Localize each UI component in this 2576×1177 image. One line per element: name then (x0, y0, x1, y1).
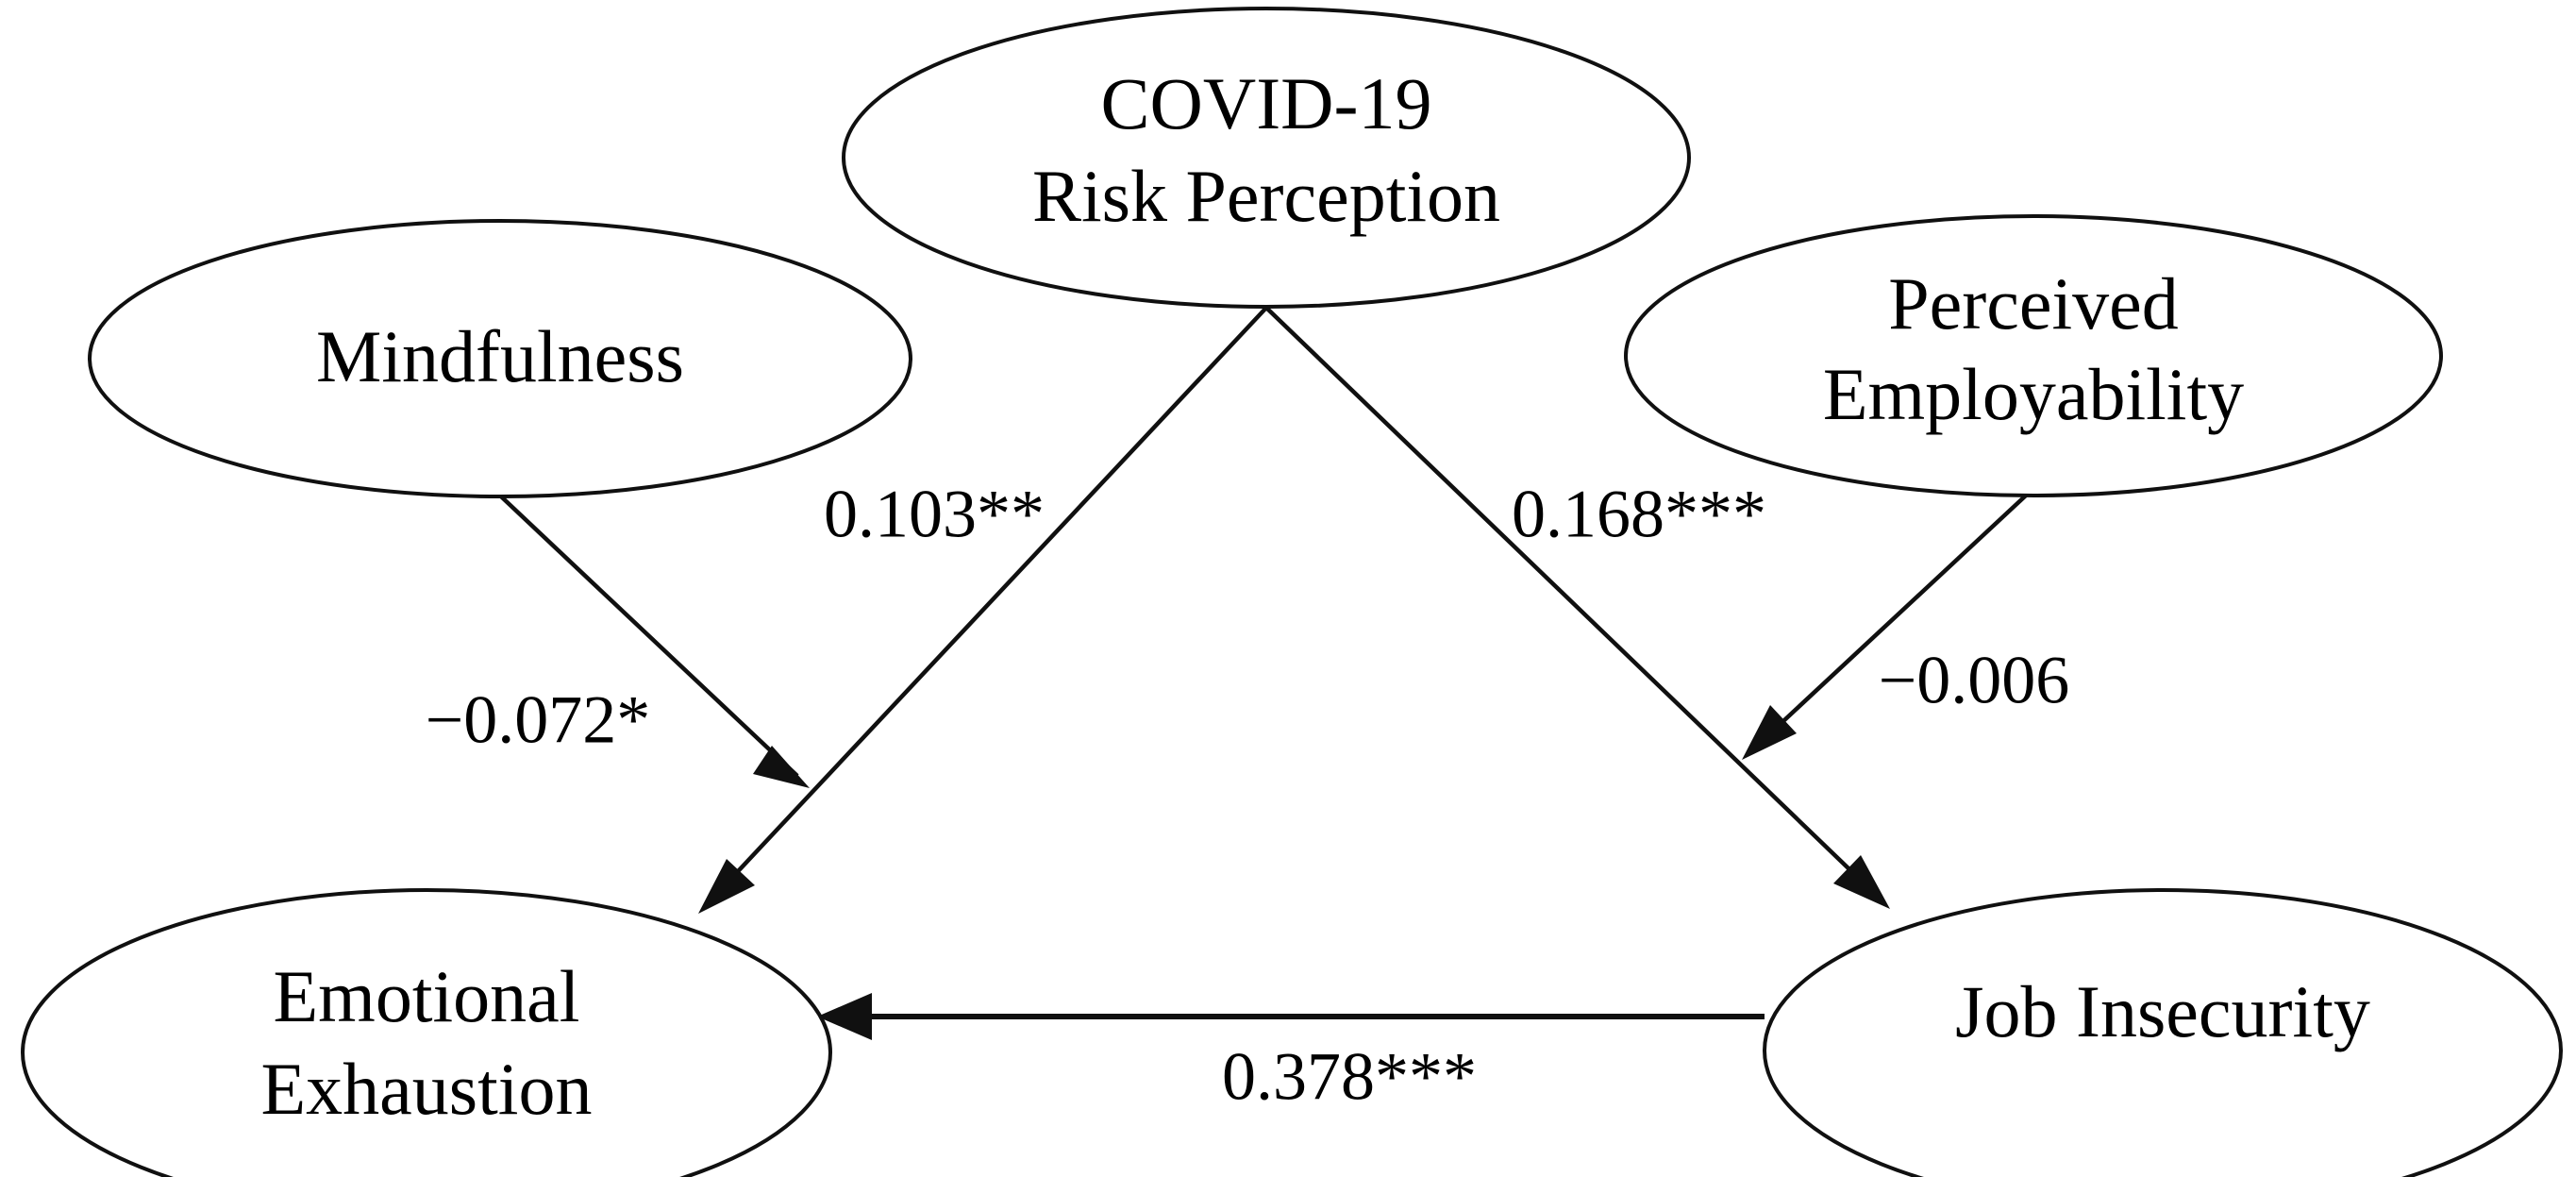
node-ellipse-covid-risk-perception[interactable] (842, 7, 1691, 309)
edge-line-employability-insecurity (1755, 493, 2029, 748)
edge-insecurity-to-exhaustion: 0.378*** (817, 993, 1765, 1115)
edge-label-insecurity-exhaustion: 0.378*** (1222, 1039, 1477, 1115)
node-label-exhaustion-line2: Exhaustion (261, 1048, 593, 1130)
edge-employability-to-insecurity: −0.006 (1742, 493, 2070, 760)
edge-mindfulness-to-exhaustion: −0.072* (426, 495, 810, 788)
node-label-employability-line1: Perceived (1888, 262, 2179, 345)
node-perceived-employability[interactable]: Perceived Employability (1624, 214, 2443, 497)
node-emotional-exhaustion[interactable]: Emotional Exhaustion (21, 888, 832, 1177)
edge-label-covid-exhaustion: 0.103** (824, 477, 1045, 552)
arrowhead-mindfulness-exhaustion (753, 746, 810, 788)
arrowhead-covid-exhaustion (698, 859, 755, 914)
arrowhead-employability-insecurity (1742, 705, 1797, 760)
edge-line-covid-insecurity (1264, 306, 1878, 897)
node-label-covid-line2: Risk Perception (1032, 155, 1500, 237)
edge-covid-to-insecurity: 0.168*** (1264, 306, 1890, 909)
node-label-covid-line1: COVID-19 (1101, 62, 1432, 144)
node-covid-risk-perception[interactable]: COVID-19 Risk Perception (842, 7, 1691, 309)
edge-line-mindfulness-exhaustion (499, 495, 799, 778)
node-label-employability-line2: Employability (1823, 353, 2244, 435)
arrowhead-insecurity-exhaustion (817, 993, 872, 1040)
node-mindfulness[interactable]: Mindfulness (88, 219, 912, 498)
node-ellipse-emotional-exhaustion[interactable] (21, 888, 832, 1177)
node-label-mindfulness: Mindfulness (316, 315, 684, 397)
node-ellipse-mindfulness[interactable] (88, 219, 912, 498)
edge-label-covid-insecurity: 0.168*** (1512, 477, 1766, 552)
edge-line-covid-exhaustion (711, 306, 1268, 900)
edge-label-mindfulness-exhaustion: −0.072* (426, 682, 651, 758)
node-ellipse-perceived-employability[interactable] (1624, 214, 2443, 497)
edge-covid-to-exhaustion: 0.103** (698, 306, 1268, 914)
node-job-insecurity[interactable]: Job Insecurity (1763, 888, 2563, 1177)
arrowhead-covid-insecurity (1833, 855, 1890, 909)
edge-label-employability-insecurity: −0.006 (1879, 643, 2070, 718)
node-label-exhaustion-line1: Emotional (274, 955, 580, 1037)
node-label-job-insecurity: Job Insecurity (1955, 970, 2370, 1052)
node-ellipse-job-insecurity[interactable] (1763, 888, 2563, 1177)
